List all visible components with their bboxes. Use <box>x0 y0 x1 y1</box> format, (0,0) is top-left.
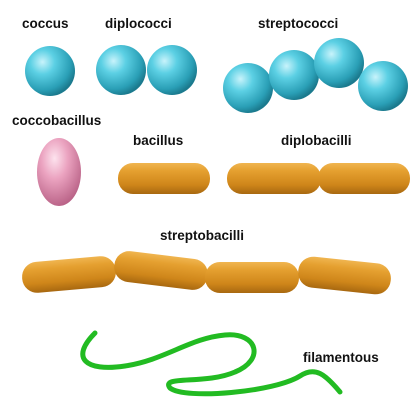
coccus-cell <box>25 46 75 96</box>
coccobacillus-label: coccobacillus <box>12 113 101 128</box>
diplococci-cells <box>96 45 197 95</box>
coccobacillus-cell <box>37 138 81 206</box>
diplococci-label: diplococci <box>105 16 172 31</box>
diplobacilli-cells <box>227 163 410 194</box>
filamentous-label: filamentous <box>303 350 379 365</box>
filament-strand <box>83 333 340 394</box>
bacillus-label: bacillus <box>133 133 183 148</box>
streptococci-cells <box>223 38 408 113</box>
coccus-label: coccus <box>22 16 69 31</box>
bacillus-cell <box>118 163 210 194</box>
streptococci-label: streptococci <box>258 16 338 31</box>
diplobacilli-label: diplobacilli <box>281 133 352 148</box>
streptobacilli-cells <box>21 249 393 295</box>
streptobacilli-label: streptobacilli <box>160 228 244 243</box>
